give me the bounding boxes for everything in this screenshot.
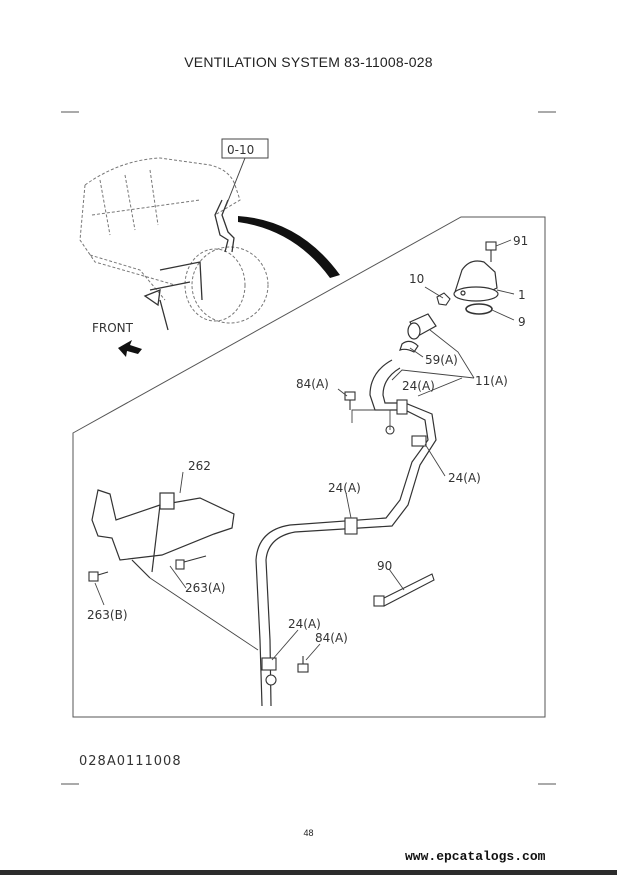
- bracket-262: [91, 489, 235, 579]
- page-title: VENTILATION SYSTEM 83-11008-028: [184, 54, 433, 70]
- callout-84a-bottom: 84(A): [315, 631, 348, 645]
- bottom-bar: [0, 870, 617, 875]
- bolt-10: [436, 292, 451, 306]
- bolt-91: [485, 241, 497, 262]
- callout-24a-bottom: 24(A): [288, 617, 321, 631]
- engine-sketch: [79, 157, 269, 324]
- callout-9: 9: [518, 315, 526, 329]
- bolt-84-bottom: [297, 656, 309, 673]
- callout-90: 90: [377, 559, 392, 573]
- ref-box-label: 0-10: [227, 143, 254, 157]
- drawing-code: 028A0111008: [79, 754, 182, 769]
- leader-lines: [94, 239, 515, 661]
- cable-tie-90: [373, 573, 435, 607]
- callout-10: 10: [409, 272, 424, 286]
- ventilation-hose: [255, 359, 437, 707]
- callout-263a: 263(A): [185, 581, 225, 595]
- bolt-263b: [88, 571, 109, 582]
- o-ring-9: [465, 303, 493, 315]
- callout-262: 262: [188, 459, 211, 473]
- breather-cap: [453, 260, 499, 302]
- callout-263b: 263(B): [87, 608, 128, 622]
- detail-frame: [72, 216, 546, 718]
- callout-59a: 59(A): [425, 353, 458, 367]
- front-arrow-icon: [118, 340, 142, 357]
- engine-hose: [143, 199, 235, 331]
- callout-11a: 11(A): [475, 374, 508, 388]
- callout-24a-right: 24(A): [448, 471, 481, 485]
- bolt-84-top: [344, 391, 356, 410]
- page-number: 48: [303, 828, 314, 838]
- watermark-link[interactable]: www.epcatalogs.com: [405, 849, 546, 864]
- crop-marks: [61, 111, 556, 785]
- hose-connector: [399, 313, 437, 353]
- detail-pointer-arrow: [238, 216, 340, 278]
- callout-91: 91: [513, 234, 528, 248]
- front-label: FRONT: [92, 321, 134, 335]
- callout-1: 1: [518, 288, 526, 302]
- callout-24a-mid: 24(A): [328, 481, 361, 495]
- callout-84a-top: 84(A): [296, 377, 329, 391]
- bolt-263a: [175, 555, 207, 570]
- callout-24a-top: 24(A): [402, 379, 435, 393]
